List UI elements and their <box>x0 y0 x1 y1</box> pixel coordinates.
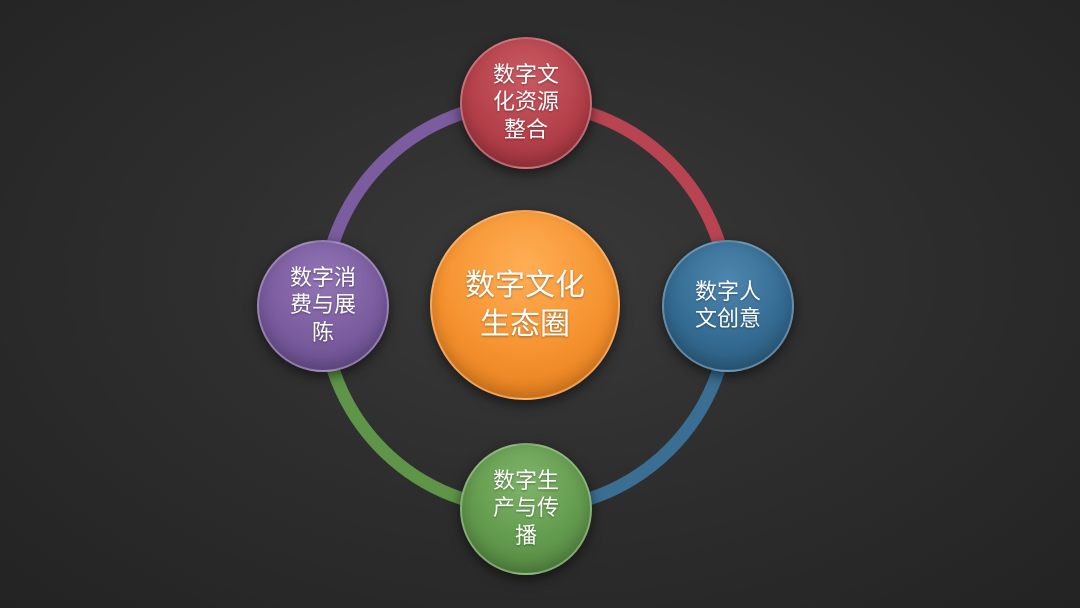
node-digital-consumption-exhibition: 数字消 费与展 陈 <box>257 240 389 372</box>
center-label: 数字文化 生态圈 <box>465 268 585 342</box>
node-digital-cultural-resource-integration: 数字文 化资源 整合 <box>460 37 592 169</box>
node-left-label: 数字消 费与展 陈 <box>289 265 356 346</box>
node-right-label: 数字人 文创意 <box>694 279 761 333</box>
center-node-digital-culture-ecosystem: 数字文化 生态圈 <box>430 210 620 400</box>
node-digital-production-dissemination: 数字生 产与传 播 <box>460 443 592 575</box>
node-digital-humanities-creativity: 数字人 文创意 <box>662 240 794 372</box>
node-bottom-label: 数字生 产与传 播 <box>492 468 559 549</box>
node-top-label: 数字文 化资源 整合 <box>492 62 559 143</box>
